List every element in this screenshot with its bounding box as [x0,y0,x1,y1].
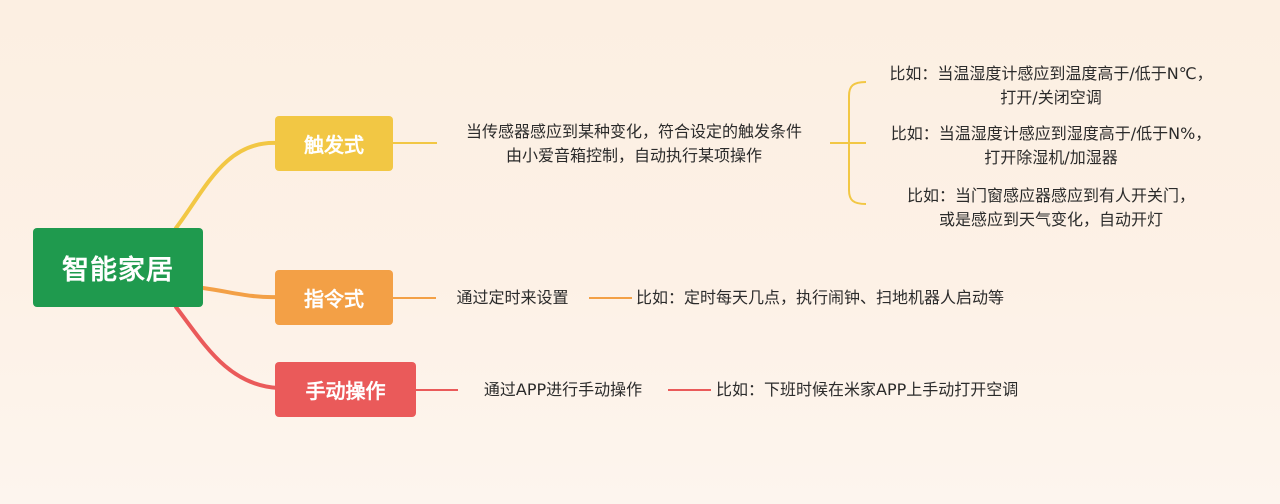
link-trigger-examples-bracket [830,81,867,205]
trigger-example-1-line2: 打开/关闭空调 [1000,88,1102,107]
link-root-to-trigger [174,140,280,230]
manual-description: 通过APP进行手动操作 [483,380,643,399]
branch-node-manual[interactable]: 手动操作 [275,362,416,417]
trigger-example-1-line1: 比如：当温湿度计感应到温度高于/低于N℃， [889,64,1213,83]
trigger-description-line1: 当传感器感应到某种变化，符合设定的触发条件 [465,122,802,141]
command-description: 通过定时来设置 [456,288,569,307]
branch-node-command[interactable]: 指令式 [275,270,393,325]
link-root-to-manual [174,305,280,390]
trigger-example-2-line2: 打开除湿机/加湿器 [984,148,1118,167]
trigger-example-3: 比如：当门窗感应器感应到有人开关门， 或是感应到天气变化，自动开灯 [870,184,1232,232]
trigger-description: 当传感器感应到某种变化，符合设定的触发条件 由小爱音箱控制，自动执行某项操作 [441,120,827,168]
link-root-to-command [201,286,280,300]
trigger-example-2: 比如：当温湿度计感应到湿度高于/低于N%， 打开除湿机/加湿器 [870,122,1232,170]
branch-node-trigger[interactable]: 触发式 [275,116,393,171]
trigger-example-3-line1: 比如：当门窗感应器感应到有人开关门， [906,186,1195,205]
command-example: 比如：定时每天几点，执行闹钟、扫地机器人启动等 [636,288,1005,307]
trigger-example-1: 比如：当温湿度计感应到温度高于/低于N℃， 打开/关闭空调 [870,62,1232,110]
root-node[interactable]: 智能家居 [33,228,203,307]
manual-example: 比如：下班时候在米家APP上手动打开空调 [716,380,1019,399]
trigger-description-line2: 由小爱音箱控制，自动执行某项操作 [505,146,762,165]
trigger-example-2-line1: 比如：当温湿度计感应到湿度高于/低于N%， [890,124,1212,143]
trigger-example-3-line2: 或是感应到天气变化，自动开灯 [938,210,1163,229]
